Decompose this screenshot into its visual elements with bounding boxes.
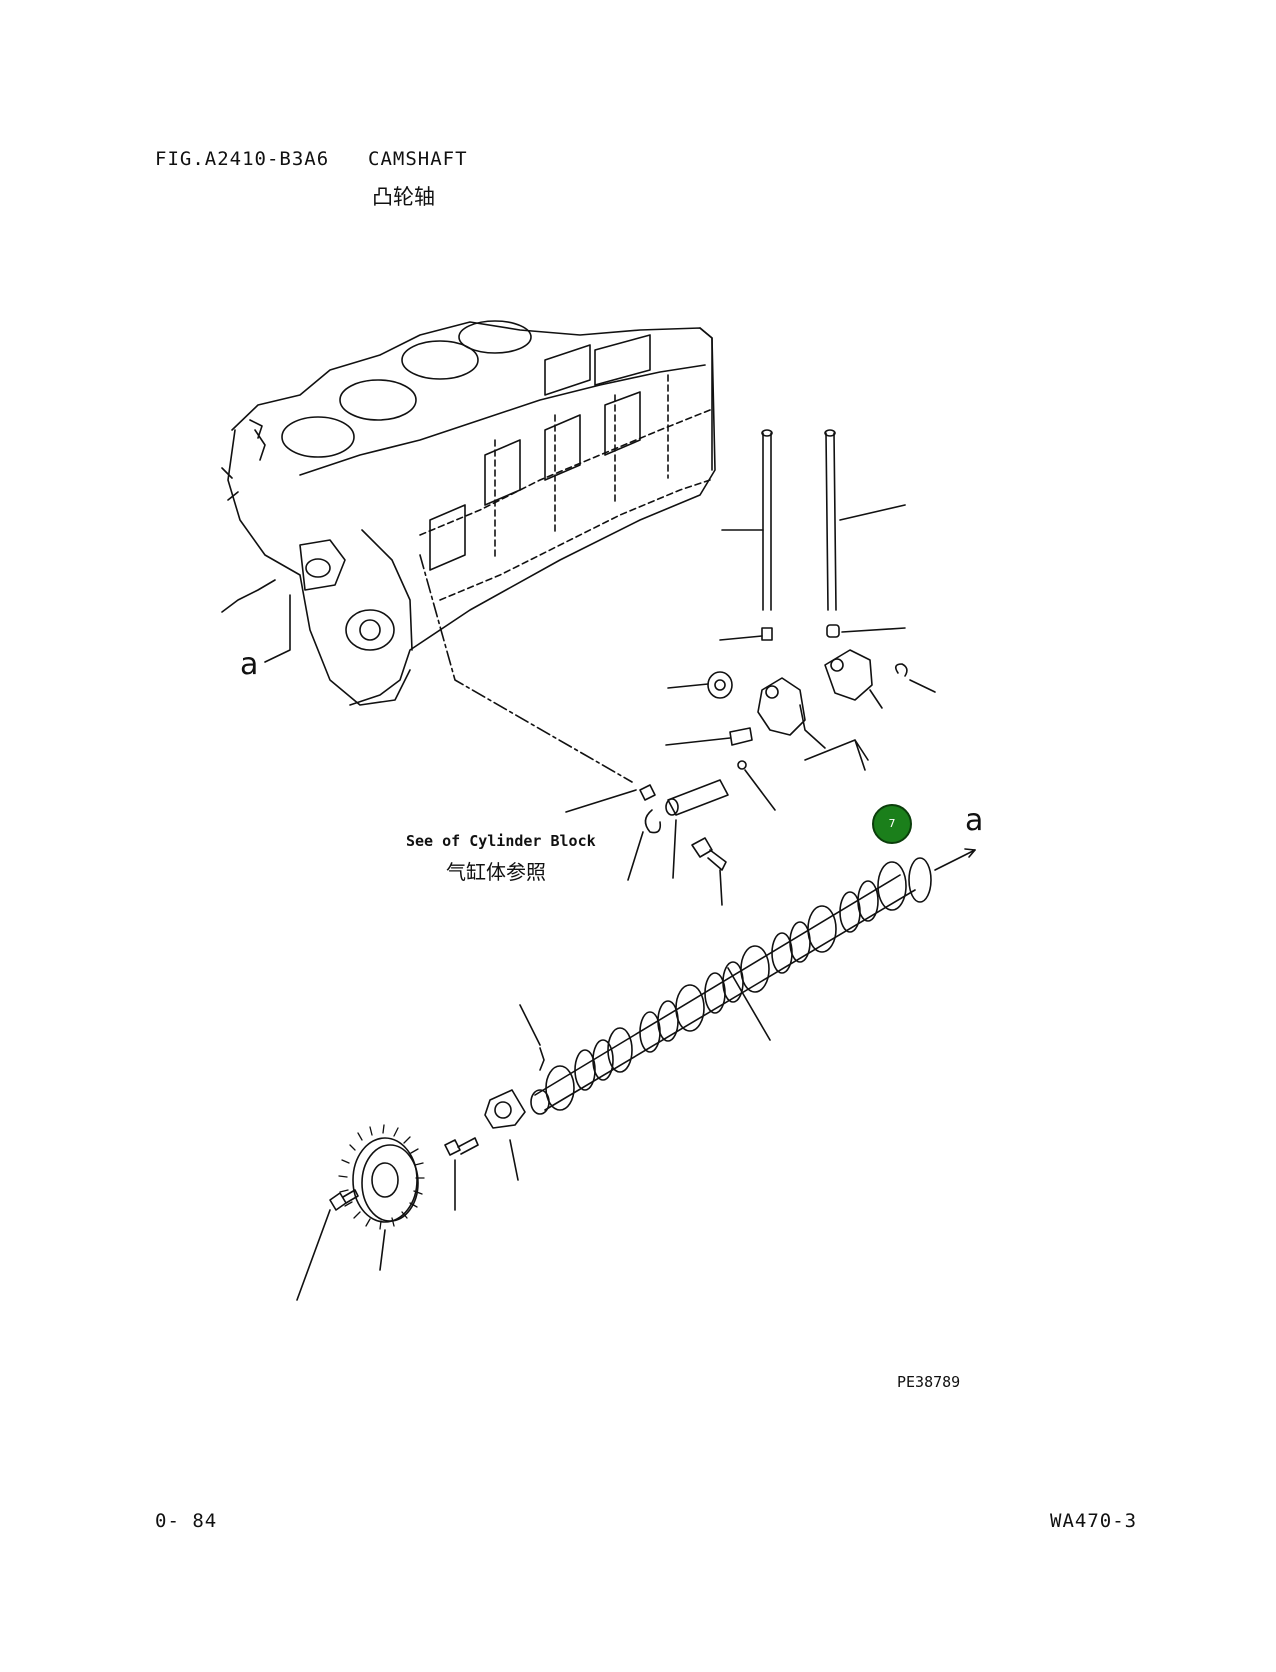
push-rods xyxy=(719,429,906,641)
cam-followers xyxy=(565,649,936,906)
figure-title-english: CAMSHAFT xyxy=(368,148,468,170)
connector-label-right: a xyxy=(965,803,984,838)
reference-note-chinese: 气缸体参照 xyxy=(446,860,546,884)
leader-a-left xyxy=(264,594,291,663)
camshaft xyxy=(530,848,976,1115)
reference-note-english: See of Cylinder Block xyxy=(406,832,596,850)
cylinder-block xyxy=(221,320,716,783)
figure-code: FIG.A2410-B3A6 xyxy=(155,148,330,170)
page-number: 0- 84 xyxy=(155,1510,218,1532)
model-number: WA470-3 xyxy=(1050,1510,1138,1532)
drawing-id: PE38789 xyxy=(897,1373,961,1391)
camshaft-front-parts xyxy=(296,1004,545,1301)
figure-title-chinese: 凸轮轴 xyxy=(372,185,435,209)
part-marker-badge[interactable]: 7 xyxy=(872,804,912,844)
connector-label-left: a xyxy=(240,647,259,682)
